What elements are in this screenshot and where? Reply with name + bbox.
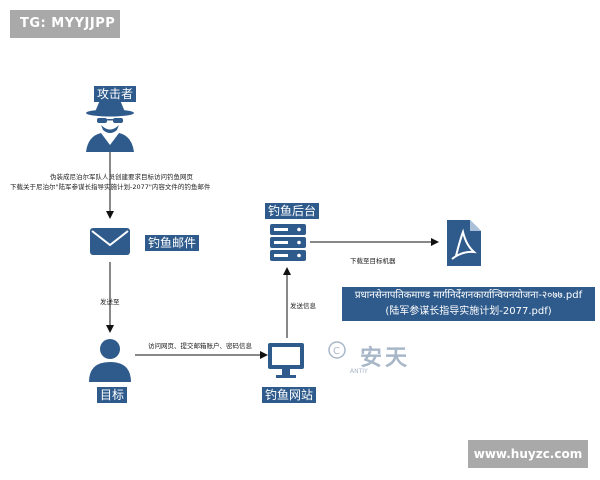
edge-label-attacker-email-2: 下载关于尼泊尔"陆军参谋长指导实施计划-2077"内容文件的钓鱼邮件 (10, 183, 211, 191)
target-label: 目标 (97, 387, 128, 403)
attacker-icon (86, 100, 134, 152)
edge-label-site-backend: 发送信息 (290, 302, 316, 310)
pdf-file-icon (447, 220, 481, 266)
tg-badge: TG: MYYJJPP (10, 10, 120, 38)
edge-label-backend-pdf: 下载至目标机器 (350, 257, 396, 265)
edge-label-attacker-email-1: 伪装成尼泊尔军队人员创建要求目标访问钓鱼网页 (50, 173, 193, 181)
site-url-badge: www.huyzc.com (468, 440, 588, 468)
attacker-label: 攻击者 (94, 86, 137, 102)
envelope-icon (90, 228, 130, 255)
server-icon (270, 224, 306, 261)
pdf-filename-box: प्रधानसेनापतिकमाण्ड मार्गनिर्देशनकार्यान… (342, 287, 595, 321)
antiy-watermark-logo: C (328, 341, 346, 359)
svg-text:C: C (333, 346, 340, 357)
pdf-filename-chinese: (陆军参谋长指导实施计划-2077.pdf) (385, 306, 552, 317)
watermark-text-cn: 安天 (360, 346, 411, 371)
site-label: 钓鱼网站 (262, 387, 317, 403)
pdf-filename-nepali: प्रधानसेनापतिकमाण्ड मार्गनिर्देशनकार्यान… (354, 290, 583, 301)
monitor-icon (268, 343, 304, 378)
email-label: 钓鱼邮件 (145, 235, 200, 251)
edge-label-target-site: 访问网页、提交邮箱账户、密码信息 (148, 342, 252, 350)
edge-label-email-target: 发送至 (100, 298, 120, 306)
user-icon (89, 339, 131, 382)
watermark-text-en: ANTIY (350, 368, 368, 375)
backend-label: 钓鱼后台 (265, 203, 320, 219)
